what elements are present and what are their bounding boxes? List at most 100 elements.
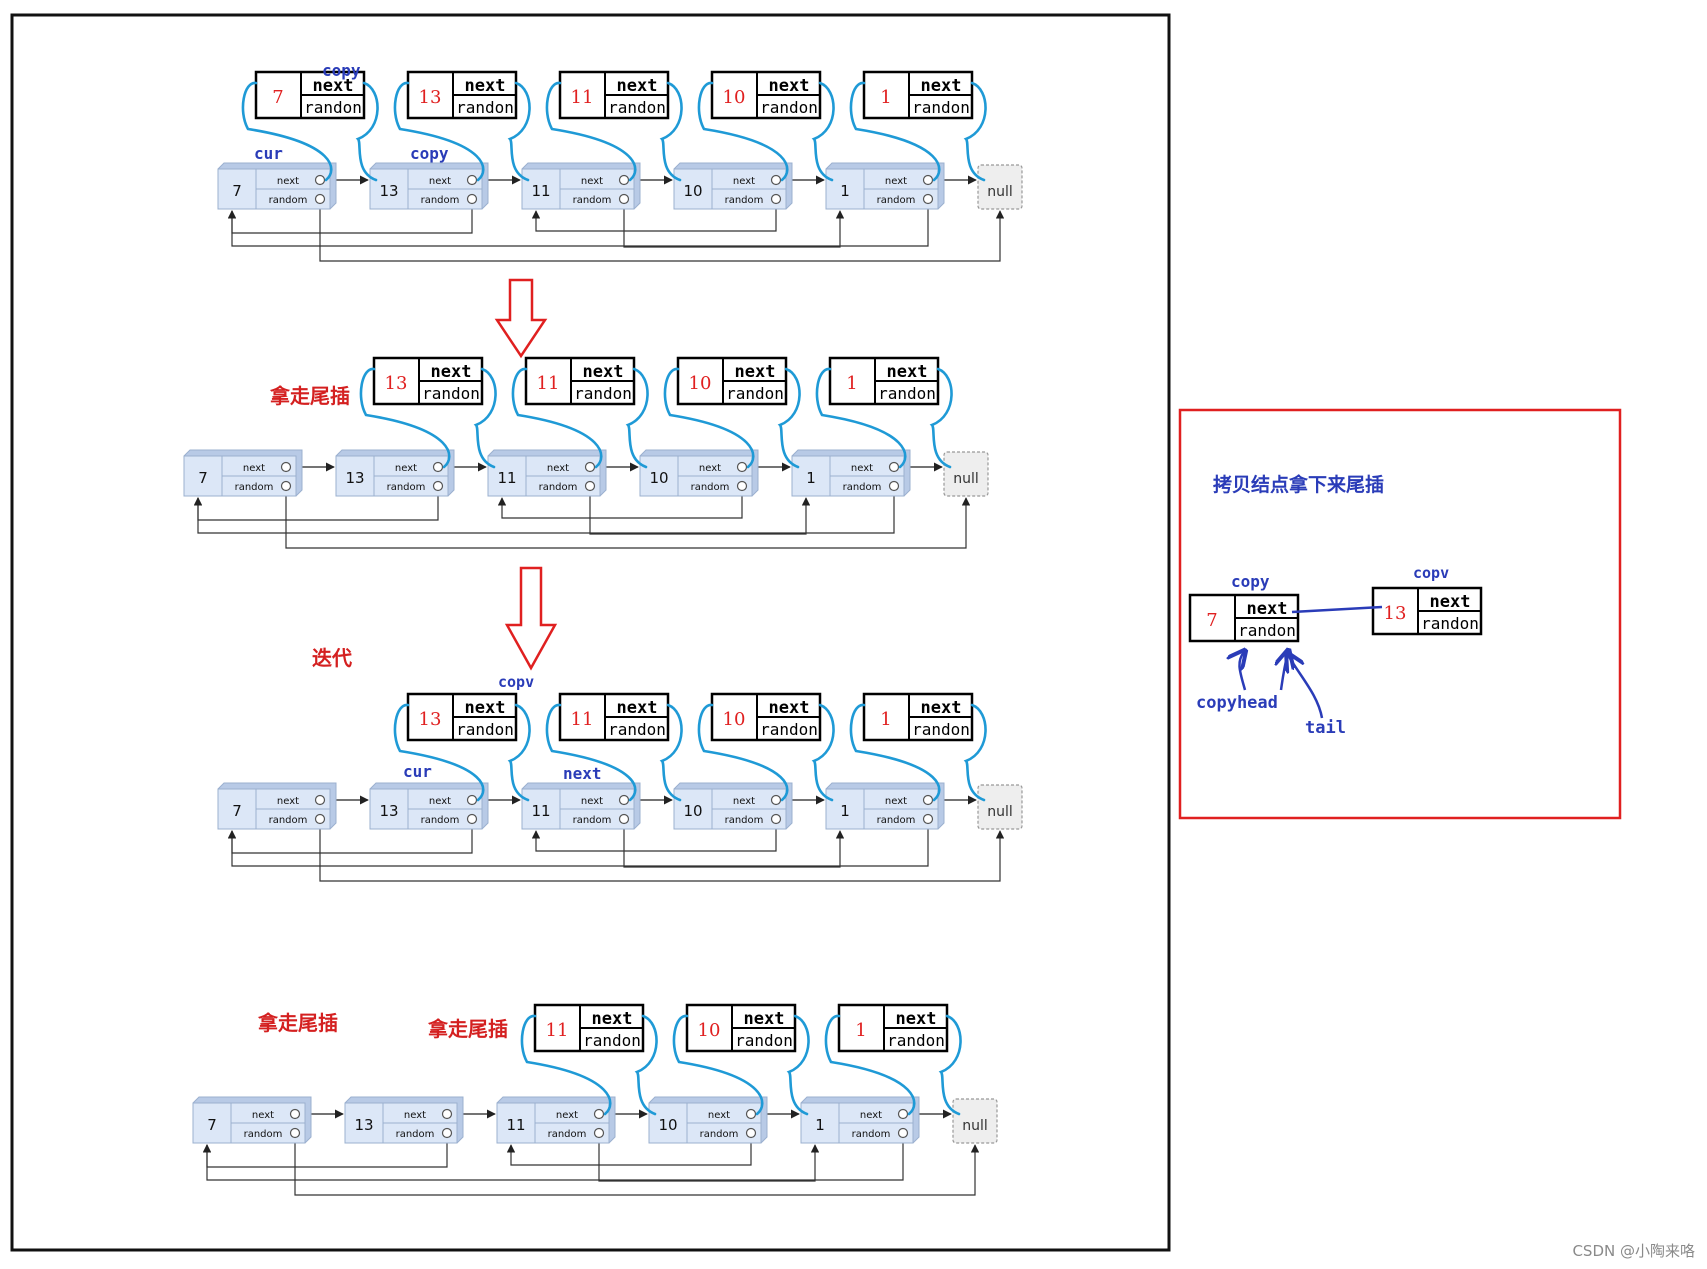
copy-node-value: 11 <box>537 373 560 394</box>
copy-link-curve <box>511 367 649 469</box>
svg-text:next: next <box>583 362 624 382</box>
next-field-label: next <box>547 463 569 474</box>
random-field-label: random <box>700 1129 739 1140</box>
svg-text:next: next <box>769 76 810 96</box>
random-pointer-dot <box>922 193 934 205</box>
random-field-label: random <box>396 1129 435 1140</box>
stage-3-note: 迭代 <box>312 646 352 670</box>
svg-text:null: null <box>962 1118 988 1134</box>
copy-node-value: 10 <box>698 1020 721 1041</box>
next-pointer-dot <box>770 174 782 186</box>
next-field-label: next <box>708 1110 730 1121</box>
copy-node-value: 7 <box>272 87 283 108</box>
node-value: 1 <box>840 802 850 820</box>
node-value: 1 <box>806 469 816 487</box>
svg-text:null: null <box>953 471 979 487</box>
next-field-label: next <box>243 463 265 474</box>
stage-4-note-2: 拿走尾插 <box>427 1017 508 1041</box>
tail-arrow-2 <box>1281 652 1288 691</box>
svg-text:next: next <box>617 698 658 718</box>
copy-node-value: 10 <box>689 373 712 394</box>
next-field-label: next <box>395 463 417 474</box>
random-field-label: random <box>725 815 764 826</box>
next-field-label: next <box>860 1110 882 1121</box>
tail-label: tail <box>1305 718 1346 738</box>
node-value: 10 <box>649 469 668 487</box>
random-pointer-dot <box>466 193 478 205</box>
next-field-label: next <box>277 176 299 187</box>
random-field-label: random <box>269 195 308 206</box>
side-copv-label: copv <box>1413 564 1449 582</box>
svg-text:next: next <box>744 1009 785 1029</box>
random-pointer-dot <box>745 1127 757 1139</box>
next-pointer-dot <box>280 461 292 473</box>
random-pointer-wire <box>497 491 743 519</box>
svg-text:randon: randon <box>422 384 480 403</box>
svg-text:randon: randon <box>608 720 666 739</box>
copy-node-value: 13 <box>419 87 442 108</box>
side-panel-title: 拷贝结点拿下来尾插 <box>1213 473 1384 496</box>
next-pointer-dot <box>745 1108 757 1120</box>
node-value: 11 <box>497 469 516 487</box>
next-pointer-dot <box>922 794 934 806</box>
down-arrow-1 <box>494 278 548 359</box>
stage-4-note-1: 拿走尾插 <box>257 1011 338 1035</box>
random-pointer-wire <box>598 1138 820 1182</box>
svg-text:randon: randon <box>726 384 784 403</box>
random-pointer-wire <box>319 204 1005 262</box>
copv-pointer-label: copv <box>498 673 534 691</box>
next-pointer-dot <box>618 174 630 186</box>
watermark: CSDN @小陶来咯 <box>1572 1242 1695 1260</box>
copy-node-value: 13 <box>385 373 408 394</box>
svg-text:next: next <box>313 76 354 96</box>
side-copy-label: copy <box>1231 572 1270 591</box>
copy-node-value: 13 <box>419 709 442 730</box>
random-pointer-wire <box>294 1138 980 1196</box>
svg-text:randon: randon <box>735 1031 793 1050</box>
random-pointer-wire <box>202 1138 904 1181</box>
next-field-label: next <box>252 1110 274 1121</box>
next-field-label: next <box>429 176 451 187</box>
random-field-label: random <box>421 195 460 206</box>
random-field-label: random <box>877 195 916 206</box>
null-node: null <box>952 1098 998 1144</box>
tail-arrow <box>1288 655 1324 719</box>
copy-link-curve <box>697 703 835 802</box>
node-value: 1 <box>840 182 850 200</box>
random-pointer-dot <box>922 813 934 825</box>
null-node: null <box>943 451 989 497</box>
copy-link-curve <box>672 1014 810 1116</box>
random-pointer-dot <box>584 480 596 492</box>
next-field-label: next <box>581 176 603 187</box>
main-frame <box>10 13 1171 1252</box>
copy-link-curve <box>241 81 379 182</box>
svg-text:next: next <box>431 362 472 382</box>
svg-text:randon: randon <box>456 98 514 117</box>
random-field-label: random <box>387 482 426 493</box>
svg-text:next: next <box>735 362 776 382</box>
node-value: 7 <box>232 802 242 820</box>
random-field-label: random <box>573 195 612 206</box>
next-field-label: next <box>851 463 873 474</box>
next-pointer-dot <box>593 1108 605 1120</box>
random-field-label: random <box>235 482 274 493</box>
random-pointer-wire <box>623 824 845 868</box>
next-pointer-dot <box>314 794 326 806</box>
next-pointer-dot <box>314 174 326 186</box>
stage-2-note: 拿走尾插 <box>269 384 350 408</box>
svg-text:null: null <box>987 184 1013 200</box>
